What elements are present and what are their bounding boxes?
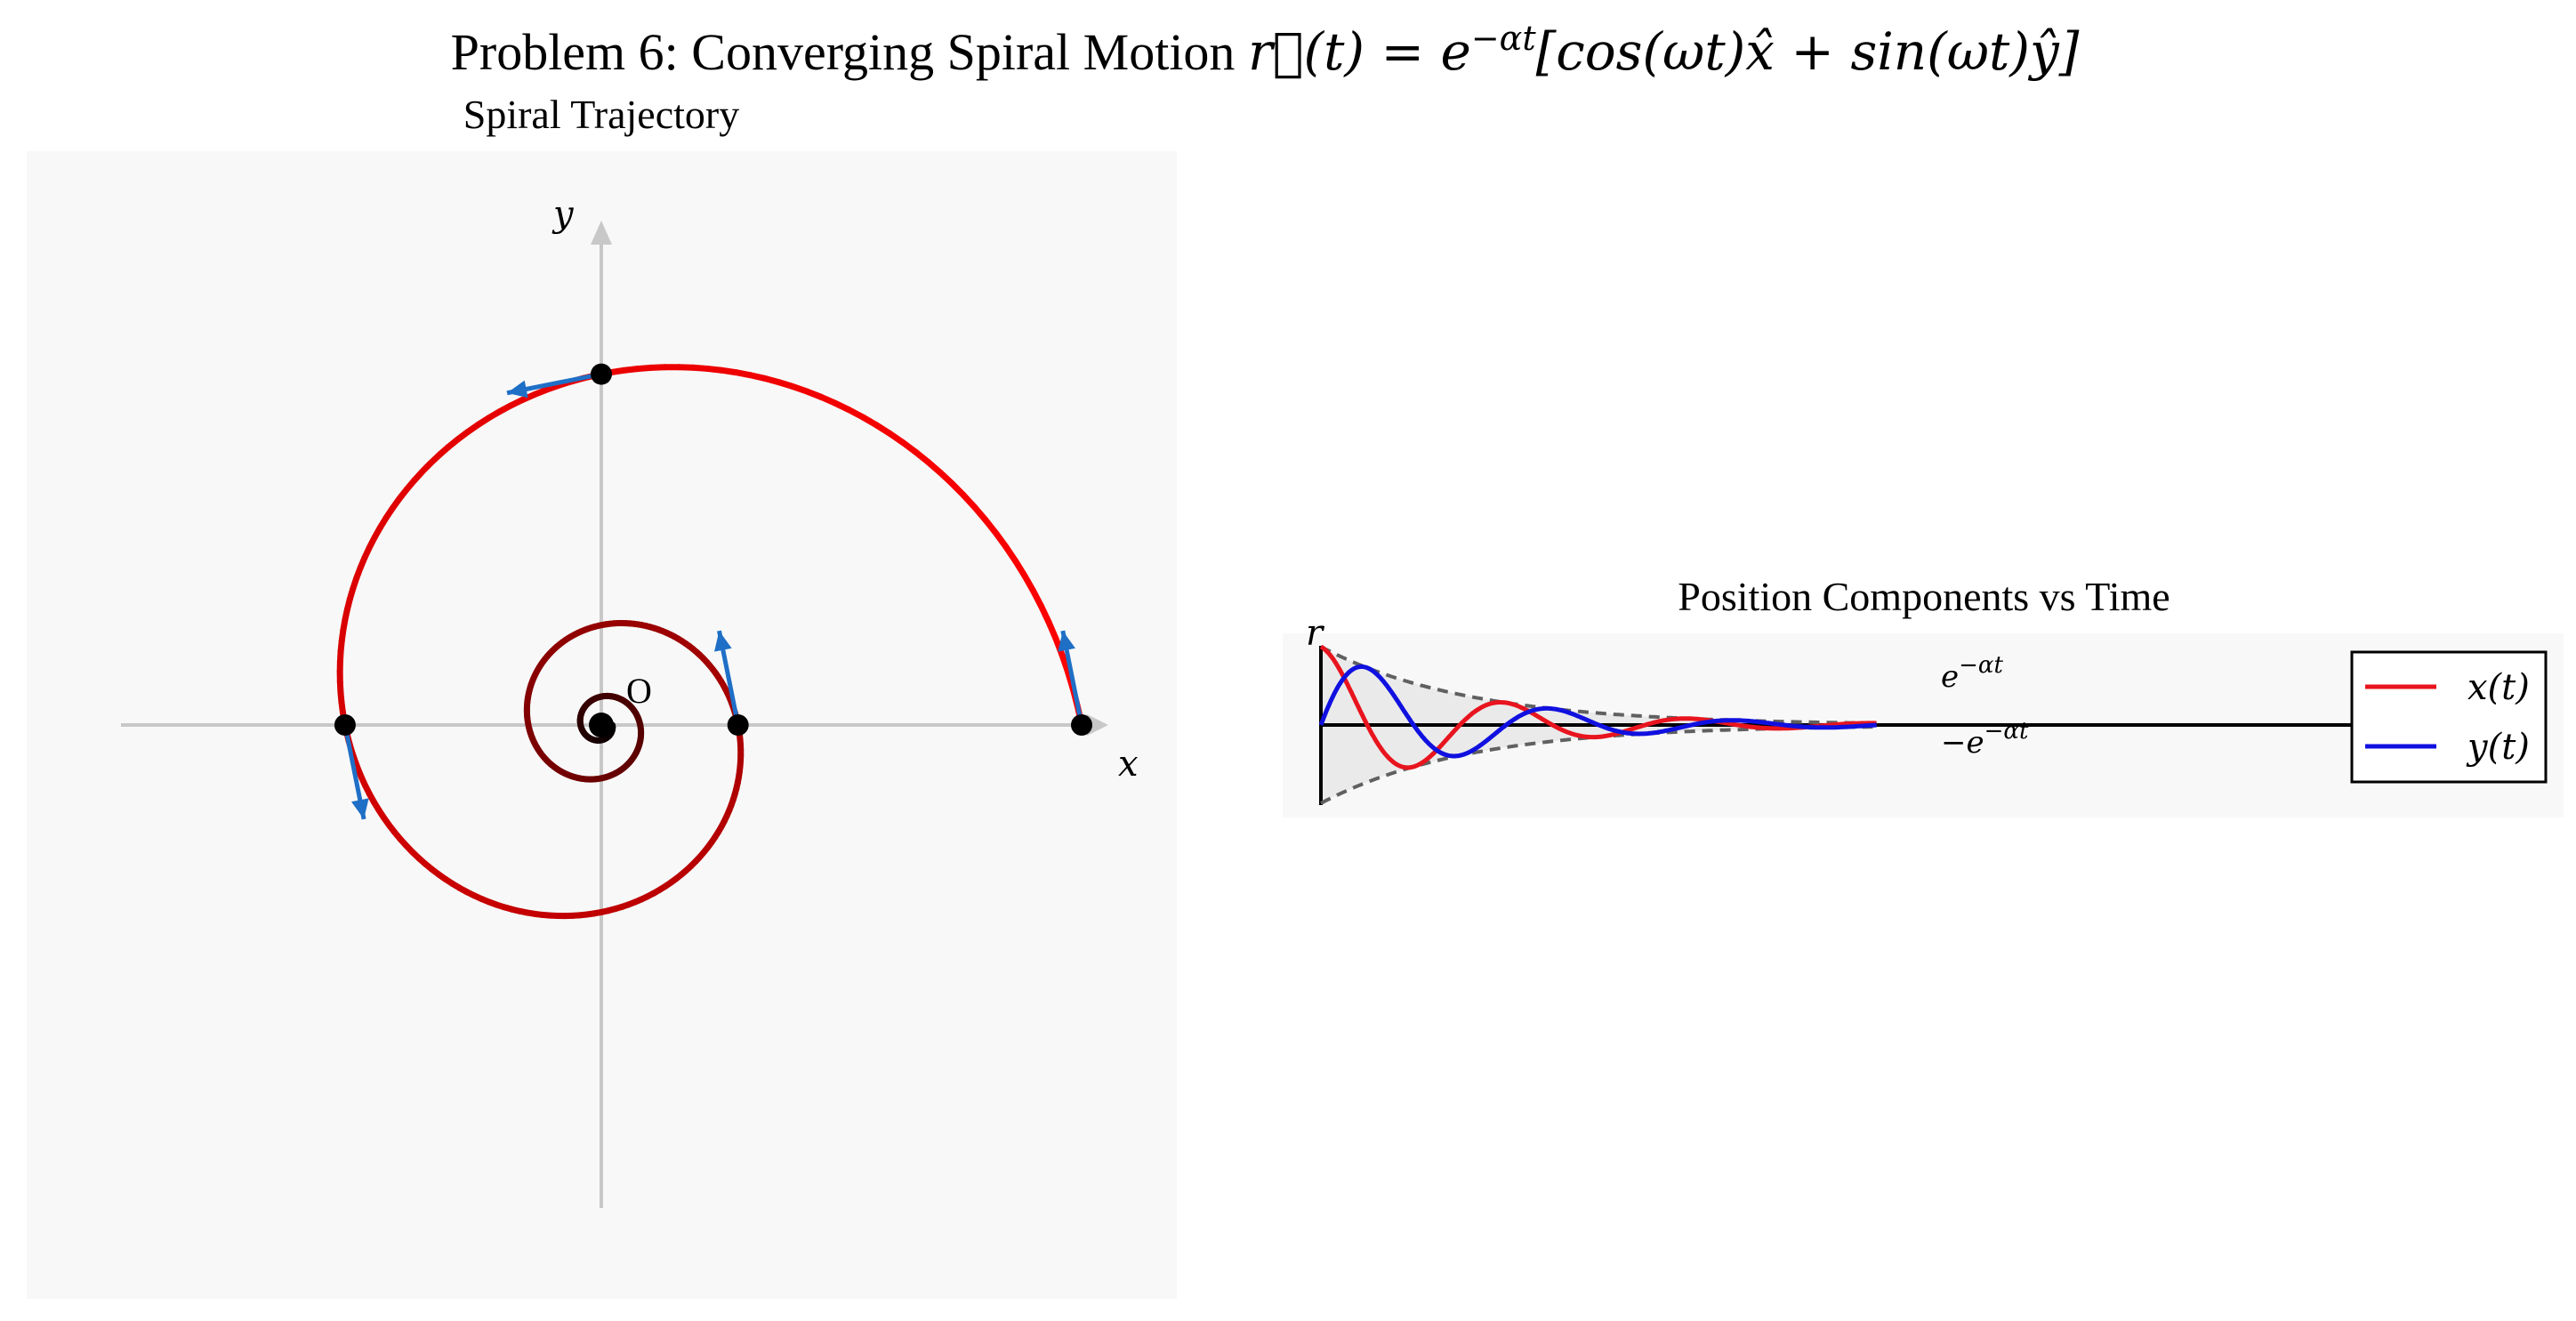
marked-point-3 (727, 713, 749, 736)
x-axis-arrowhead (1087, 714, 1108, 736)
lower-envelope-label: −e−αt (1941, 718, 2029, 761)
velocity-arrow-head (350, 798, 369, 819)
velocity-arrow-head (714, 631, 732, 652)
components-title: Position Components vs Time (1678, 574, 2169, 619)
legend-x-label: x(t) (2467, 667, 2530, 708)
y-axis-arrowhead (591, 221, 612, 245)
y-axis-label: y (551, 194, 575, 235)
marked-point-0 (1071, 714, 1092, 736)
velocity-arrows (342, 372, 1084, 820)
legend-box (2350, 650, 2548, 784)
velocity-arrow-head (507, 380, 528, 399)
x-axis-label: x (1118, 744, 1139, 785)
spiral-title: Spiral Trajectory (463, 92, 739, 137)
legend-y-label: y(t) (2466, 727, 2530, 768)
series-x-line (1319, 644, 1877, 770)
figure-title: Problem 6: Converging Spiral Motion r⃗(t… (451, 19, 2080, 82)
r-axis-label: r (1306, 613, 1325, 654)
series-y-line (1318, 664, 1877, 759)
components-panel: Position Components vs Time r e−αt −e−αt… (1283, 574, 2564, 818)
origin-point (589, 713, 614, 737)
marked-points (334, 363, 1092, 737)
legend: x(t) y(t) (2350, 650, 2548, 784)
origin-label: O (626, 671, 652, 711)
marked-point-1 (590, 363, 612, 385)
spiral-panel: Spiral Trajectory x y O (27, 92, 1177, 1299)
upper-envelope-label: e−αt (1941, 652, 2003, 695)
velocity-arrow-head (1058, 631, 1075, 652)
upper-envelope-line (1320, 645, 1877, 725)
marked-point-2 (334, 714, 356, 737)
